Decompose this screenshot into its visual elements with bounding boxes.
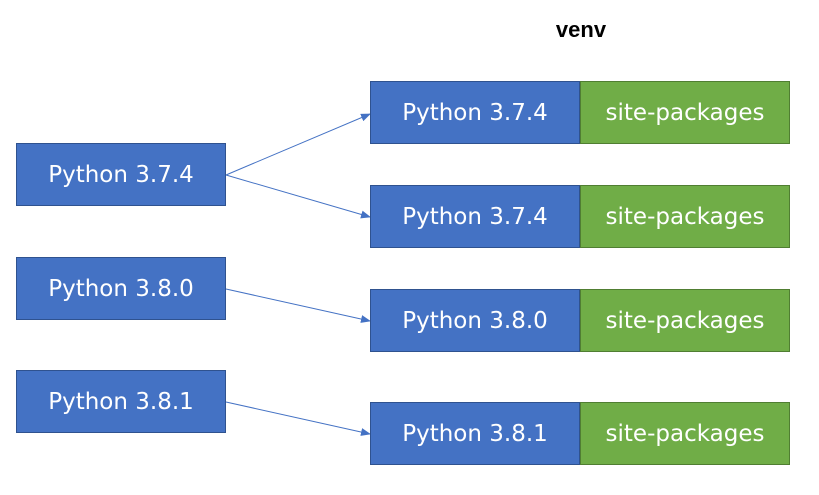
site-packages-box: site-packages	[580, 185, 790, 248]
venv-python-box: Python 3.7.4	[370, 185, 580, 248]
venv-python-box: Python 3.7.4	[370, 81, 580, 144]
source-python-box: Python 3.7.4	[16, 143, 226, 206]
venv-python-label: Python 3.8.0	[402, 307, 548, 334]
venv-python-box: Python 3.8.0	[370, 289, 580, 352]
arrow-source-1-to-env-2	[225, 288, 371, 323]
site-packages-label: site-packages	[605, 203, 765, 230]
source-python-label: Python 3.8.1	[48, 388, 194, 415]
site-packages-box: site-packages	[580, 81, 790, 144]
venv-python-label: Python 3.7.4	[402, 203, 548, 230]
site-packages-label: site-packages	[605, 99, 765, 126]
source-python-box: Python 3.8.0	[16, 257, 226, 320]
source-python-label: Python 3.7.4	[48, 161, 194, 188]
venv-python-label: Python 3.8.1	[402, 420, 548, 447]
source-python-box: Python 3.8.1	[16, 370, 226, 433]
site-packages-box: site-packages	[580, 289, 790, 352]
source-python-label: Python 3.8.0	[48, 275, 194, 302]
site-packages-label: site-packages	[605, 420, 765, 447]
arrow-source-2-to-env-3	[225, 401, 371, 436]
venv-python-label: Python 3.7.4	[402, 99, 548, 126]
site-packages-label: site-packages	[605, 307, 765, 334]
site-packages-box: site-packages	[580, 402, 790, 465]
venv-python-box: Python 3.8.1	[370, 402, 580, 465]
diagram-title: venv	[555, 17, 607, 42]
arrow-source-0-to-env-1	[225, 174, 371, 219]
arrow-source-0-to-env-0	[225, 113, 371, 176]
